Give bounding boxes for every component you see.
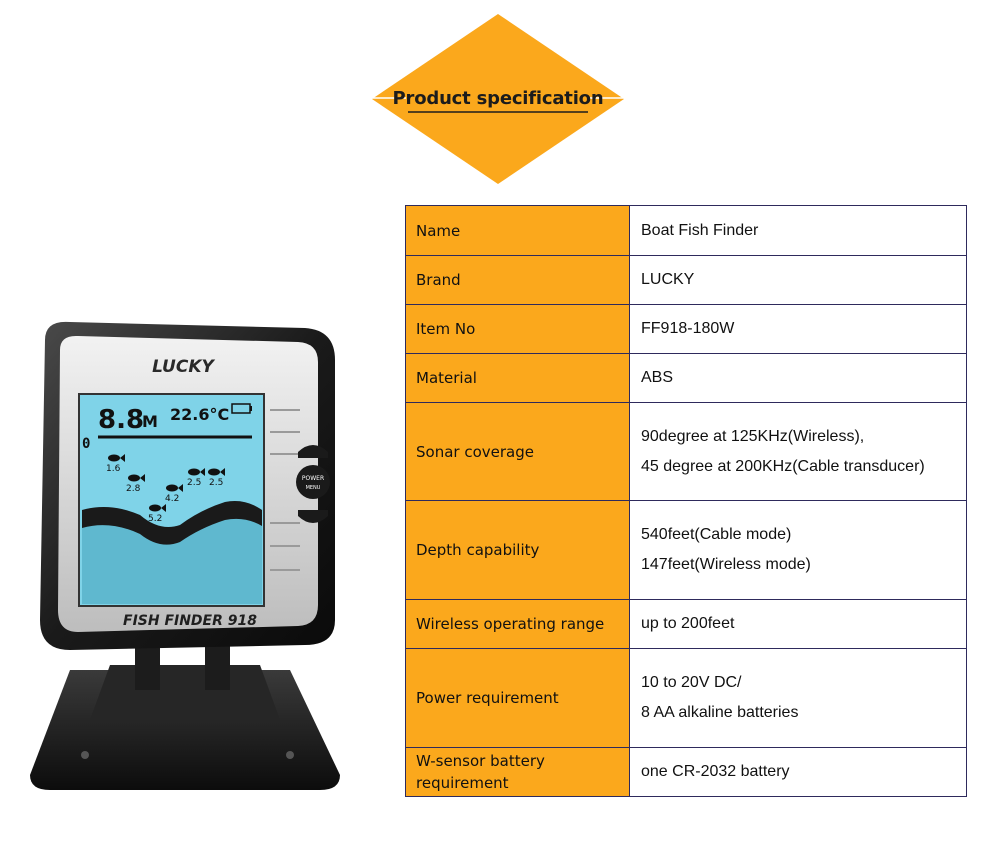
fish-depth-label: 2.5 bbox=[209, 478, 223, 488]
spec-value: Boat Fish Finder bbox=[629, 205, 967, 256]
screw-hole bbox=[286, 751, 294, 759]
spec-label: Brand bbox=[405, 255, 630, 305]
table-row: Name Boat Fish Finder bbox=[405, 205, 967, 256]
device-brand: LUCKY bbox=[152, 357, 215, 377]
fish-icon-tail bbox=[200, 468, 205, 476]
spec-value-line: 45 degree at 200KHz(Cable transducer) bbox=[641, 457, 925, 475]
spec-label: Item No bbox=[405, 304, 630, 354]
spec-value: LUCKY bbox=[629, 255, 967, 305]
table-row: Wireless operating range up to 200feet bbox=[405, 599, 967, 649]
scale-top: 0 bbox=[82, 436, 90, 452]
spec-value-line: LUCKY bbox=[641, 271, 695, 288]
spec-value-line: 10 to 20V DC/ bbox=[641, 674, 742, 691]
fish-icon bbox=[128, 474, 140, 482]
spec-label: Depth capability bbox=[405, 500, 630, 600]
screw-hole bbox=[81, 751, 89, 759]
sonar-bottom-band bbox=[82, 501, 262, 545]
table-row: Brand LUCKY bbox=[405, 255, 967, 305]
table-row: Item No FF918-180W bbox=[405, 304, 967, 354]
spec-value-line: FF918-180W bbox=[641, 320, 735, 337]
spec-value-line: one CR-2032 battery bbox=[641, 763, 790, 780]
fish-icon bbox=[188, 468, 200, 476]
spec-label: Name bbox=[405, 205, 630, 256]
up-arrow-button[interactable] bbox=[298, 445, 328, 458]
spec-value: ABS bbox=[629, 353, 967, 403]
fish-icon-tail bbox=[140, 474, 145, 482]
spec-label: Sonar coverage bbox=[405, 402, 630, 501]
spec-label: Material bbox=[405, 353, 630, 403]
spec-label: W-sensor battery requirement bbox=[405, 747, 630, 797]
screen-depth: 8.8 bbox=[98, 405, 144, 435]
spec-value: one CR-2032 battery bbox=[629, 747, 967, 797]
fish-icon-tail bbox=[220, 468, 225, 476]
table-row: Power requirement 10 to 20V DC/ 8 AA alk… bbox=[405, 648, 967, 748]
spec-value-line: 147feet(Wireless mode) bbox=[641, 556, 811, 573]
fish-icon-tail bbox=[120, 454, 125, 462]
diamond-shape bbox=[372, 14, 624, 184]
menu-label: MENU bbox=[306, 485, 321, 491]
screen-temperature: 22.6°C bbox=[170, 405, 229, 424]
fish-depth-label: 2.8 bbox=[126, 484, 141, 494]
spec-table: Name Boat Fish Finder Brand LUCKY Item N… bbox=[405, 205, 967, 797]
fish-depth-label: 2.5 bbox=[187, 478, 201, 488]
spec-value: 10 to 20V DC/ 8 AA alkaline batteries bbox=[629, 648, 967, 748]
fish-finder-device-image: LUCKY 8.8 M 22.6°C 0 10 1.6 2.8 4.2 2.5 … bbox=[30, 321, 340, 790]
power-menu-button[interactable] bbox=[296, 465, 330, 499]
spec-value-line: ABS bbox=[641, 369, 674, 386]
page-title: Product specification bbox=[392, 88, 604, 109]
spec-label: Power requirement bbox=[405, 648, 630, 748]
table-row: Material ABS bbox=[405, 353, 967, 403]
spec-value-line: 90degree at 125KHz(Wireless), bbox=[641, 427, 865, 445]
menu-tick-lines bbox=[270, 409, 300, 571]
stand-top bbox=[90, 665, 280, 720]
fish-icon bbox=[166, 484, 178, 492]
fish-icon-tail bbox=[178, 484, 183, 492]
fish-icon bbox=[108, 454, 120, 462]
screen-depth-unit: M bbox=[142, 412, 158, 431]
spec-value: 90degree at 125KHz(Wireless), 45 degree … bbox=[629, 402, 967, 501]
fish-icons bbox=[108, 454, 225, 512]
table-row: W-sensor battery requirement one CR-2032… bbox=[405, 747, 967, 797]
fish-icon bbox=[149, 504, 161, 512]
spec-value-line: 8 AA alkaline batteries bbox=[641, 704, 799, 721]
spec-value-line: up to 200feet bbox=[641, 615, 735, 632]
table-row: Sonar coverage 90degree at 125KHz(Wirele… bbox=[405, 402, 967, 501]
power-label: POWER bbox=[302, 475, 324, 482]
spec-value-line: Boat Fish Finder bbox=[641, 221, 759, 239]
spec-value: up to 200feet bbox=[629, 599, 967, 649]
battery-tip bbox=[250, 406, 252, 411]
table-row: Depth capability 540feet(Cable mode) 147… bbox=[405, 500, 967, 600]
device-model: FISH FINDER 918 bbox=[123, 613, 257, 629]
header-banner: Product specification bbox=[372, 14, 624, 184]
spec-value: FF918-180W bbox=[629, 304, 967, 354]
fish-icon-tail bbox=[161, 504, 166, 512]
fish-depth-label: 5.2 bbox=[148, 514, 162, 524]
down-arrow-button[interactable] bbox=[298, 510, 328, 523]
spec-value: 540feet(Cable mode) 147feet(Wireless mod… bbox=[629, 500, 967, 600]
spec-value-line: 540feet(Cable mode) bbox=[641, 526, 792, 543]
spec-label: Wireless operating range bbox=[405, 599, 630, 649]
fish-depth-label: 4.2 bbox=[165, 494, 179, 504]
fish-icon bbox=[208, 468, 220, 476]
fish-depth-label: 1.6 bbox=[106, 464, 121, 474]
